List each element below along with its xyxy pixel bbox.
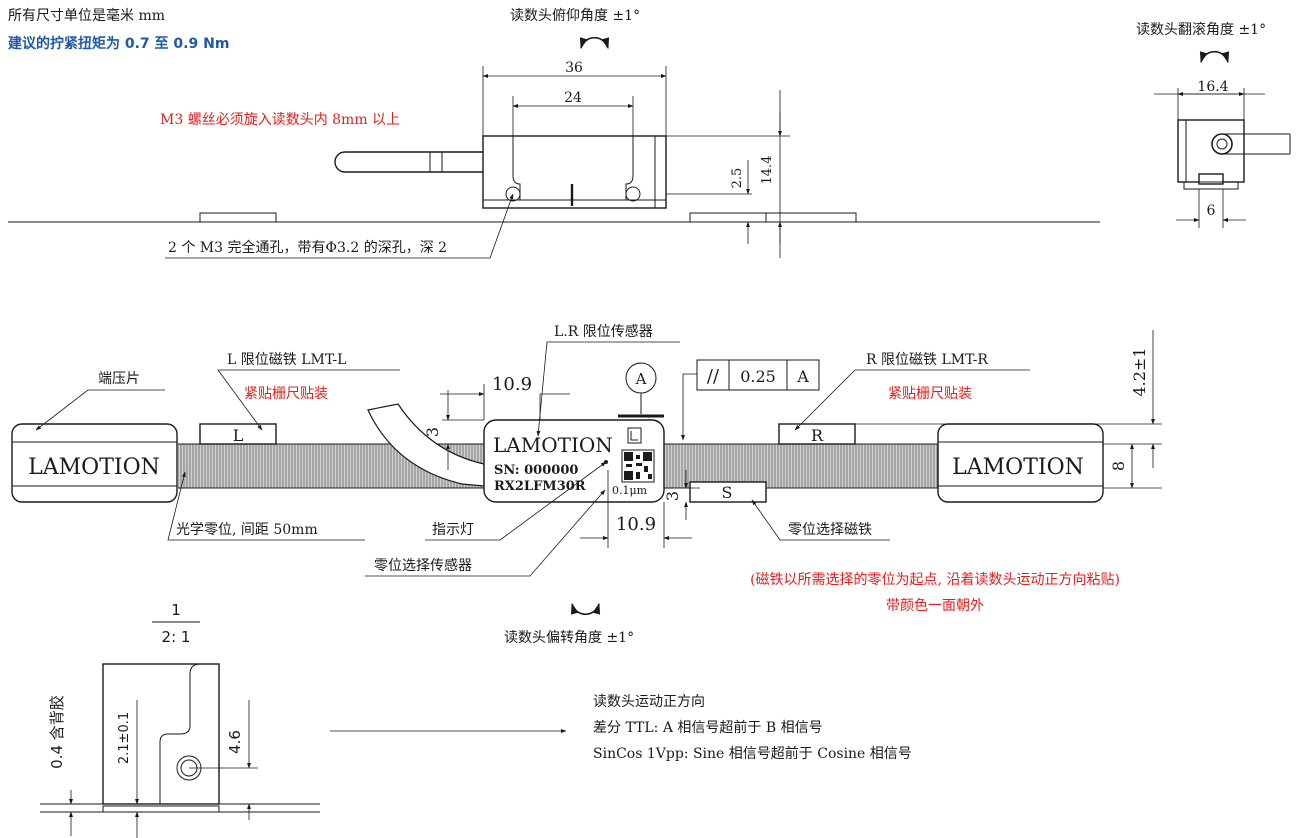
- optical-zero-label: 光学零位, 间距 50mm: [176, 522, 318, 538]
- limit-magnet-l-label: L 限位磁铁 LMT-L: [227, 352, 346, 368]
- brand-head: LAMOTION: [493, 433, 613, 457]
- zero-sensor-label: 零位选择传感器: [374, 557, 472, 574]
- lr-sensor-label: L.R 限位传感器: [554, 323, 653, 340]
- readhead-top-body: [483, 419, 665, 503]
- readhead-side-body: [482, 135, 667, 209]
- roll-rotate-icon: [1199, 50, 1230, 64]
- mount-holes-note: 2 个 M3 完全通孔，带有Φ3.2 的深孔，深 2: [168, 239, 447, 256]
- scale-strip-right: [765, 212, 857, 223]
- dim-14-4: 14.4: [760, 156, 775, 185]
- stick-note-left: 紧贴栅尺贴装: [244, 386, 328, 402]
- model-number: RX2LFM30R: [494, 479, 586, 494]
- yaw-angle-label: 读数头偏转角度 ±1°: [504, 629, 634, 646]
- roll-angle-label: 读数头翻滚角度 ±1°: [1136, 21, 1266, 38]
- scale-strip-mid: [689, 212, 767, 223]
- units-note: 所有尺寸单位是毫米 mm: [8, 7, 165, 24]
- dim-8: 8: [1109, 461, 1128, 471]
- indicator-label: 指示灯: [432, 522, 474, 538]
- torque-note: 建议的拧紧扭矩为 0.7 至 0.9 Nm: [8, 35, 229, 52]
- dim-2-1: 2.1±0.1: [117, 712, 132, 764]
- direction-ttl: 差分 TTL: A 相信号超前于 B 相信号: [593, 719, 823, 736]
- side-view: 读数头俯仰角度 ±1° 36 24 2.5: [8, 7, 1100, 259]
- dim-10-9-bottom: 10.9: [616, 514, 656, 535]
- tolerance-symbol: //: [707, 366, 720, 387]
- pitch-rotate-icon: [579, 36, 610, 50]
- top-view: LAMOTION LAMOTION L R S LAMOTION SN: 000…: [11, 323, 1162, 646]
- readhead-end-body: [1177, 119, 1245, 183]
- dim-4-2: 4.2±1: [1130, 347, 1149, 396]
- zero-magnet-s: [689, 481, 767, 503]
- brand-left: LAMOTION: [28, 455, 160, 480]
- cable-sleeve: [429, 151, 443, 173]
- stick-note-right: 紧贴栅尺贴装: [888, 386, 972, 402]
- dim-16-4: 16.4: [1197, 79, 1228, 95]
- scale-strip-left: [199, 212, 277, 223]
- pitch-angle-label: 读数头俯仰角度 ±1°: [510, 7, 640, 24]
- resolution-label: 0.1μm: [612, 484, 648, 497]
- detail-view: 1 2: 1 2.1±0.1 4.6 0.4 含背胶 读数头运动正方向 差分 T…: [40, 601, 912, 838]
- datum-a: A: [635, 370, 647, 388]
- serial-number: SN: 000000: [494, 463, 578, 478]
- scale-numerator: 1: [171, 601, 181, 619]
- dim-3-right: 3: [663, 491, 682, 501]
- screw-depth-note: M3 螺丝必须旋入读数头内 8mm 以上: [160, 111, 400, 128]
- scale-denominator: 2: 1: [162, 628, 191, 646]
- dim-24: 24: [564, 90, 582, 106]
- tolerance-value: 0.25: [740, 367, 776, 386]
- dim-6: 6: [1207, 203, 1216, 219]
- tolerance-frame: [696, 359, 820, 391]
- mag-s-letter: S: [722, 483, 733, 502]
- zero-magnet-label: 零位选择磁铁: [788, 522, 872, 538]
- dim-0-4: 0.4 含背胶: [48, 695, 66, 769]
- direction-sincos: SinCos 1Vpp: Sine 相信号超前于 Cosine 相信号: [593, 745, 912, 762]
- tolerance-datum: A: [796, 367, 809, 386]
- limit-magnet-l: [199, 423, 277, 445]
- limit-magnet-r-label: R 限位磁铁 LMT-R: [866, 352, 988, 368]
- mount-hole-right: [625, 186, 641, 202]
- brand-right: LAMOTION: [952, 455, 1084, 480]
- end-view: 读数头翻滚角度 ±1° 16.4 6: [1136, 21, 1291, 228]
- dim-4-6: 4.6: [226, 730, 244, 754]
- dim-2-5: 2.5: [730, 168, 745, 189]
- end-clamp-label: 端压片: [98, 371, 140, 387]
- dim-10-9-top: 10.9: [492, 374, 532, 395]
- cable: [334, 151, 483, 173]
- detail-readhead: [102, 663, 220, 805]
- yaw-rotate-icon: [570, 602, 601, 616]
- mount-hole-left: [505, 186, 521, 202]
- qr-code-icon: [621, 449, 655, 483]
- dim-3-left: 3: [423, 427, 442, 437]
- mag-r-letter: R: [811, 426, 824, 445]
- logo-icon: [627, 427, 642, 444]
- magnet-note-2: 带颜色一面朝外: [886, 597, 984, 614]
- mag-l-letter: L: [233, 426, 244, 445]
- end-clamp-left: [11, 423, 178, 503]
- dim-36: 36: [565, 60, 583, 76]
- direction-title: 读数头运动正方向: [593, 693, 705, 710]
- magnet-note-1: (磁铁以所需选择的零位为起点, 沿着读数头运动正方向粘贴): [750, 571, 1120, 588]
